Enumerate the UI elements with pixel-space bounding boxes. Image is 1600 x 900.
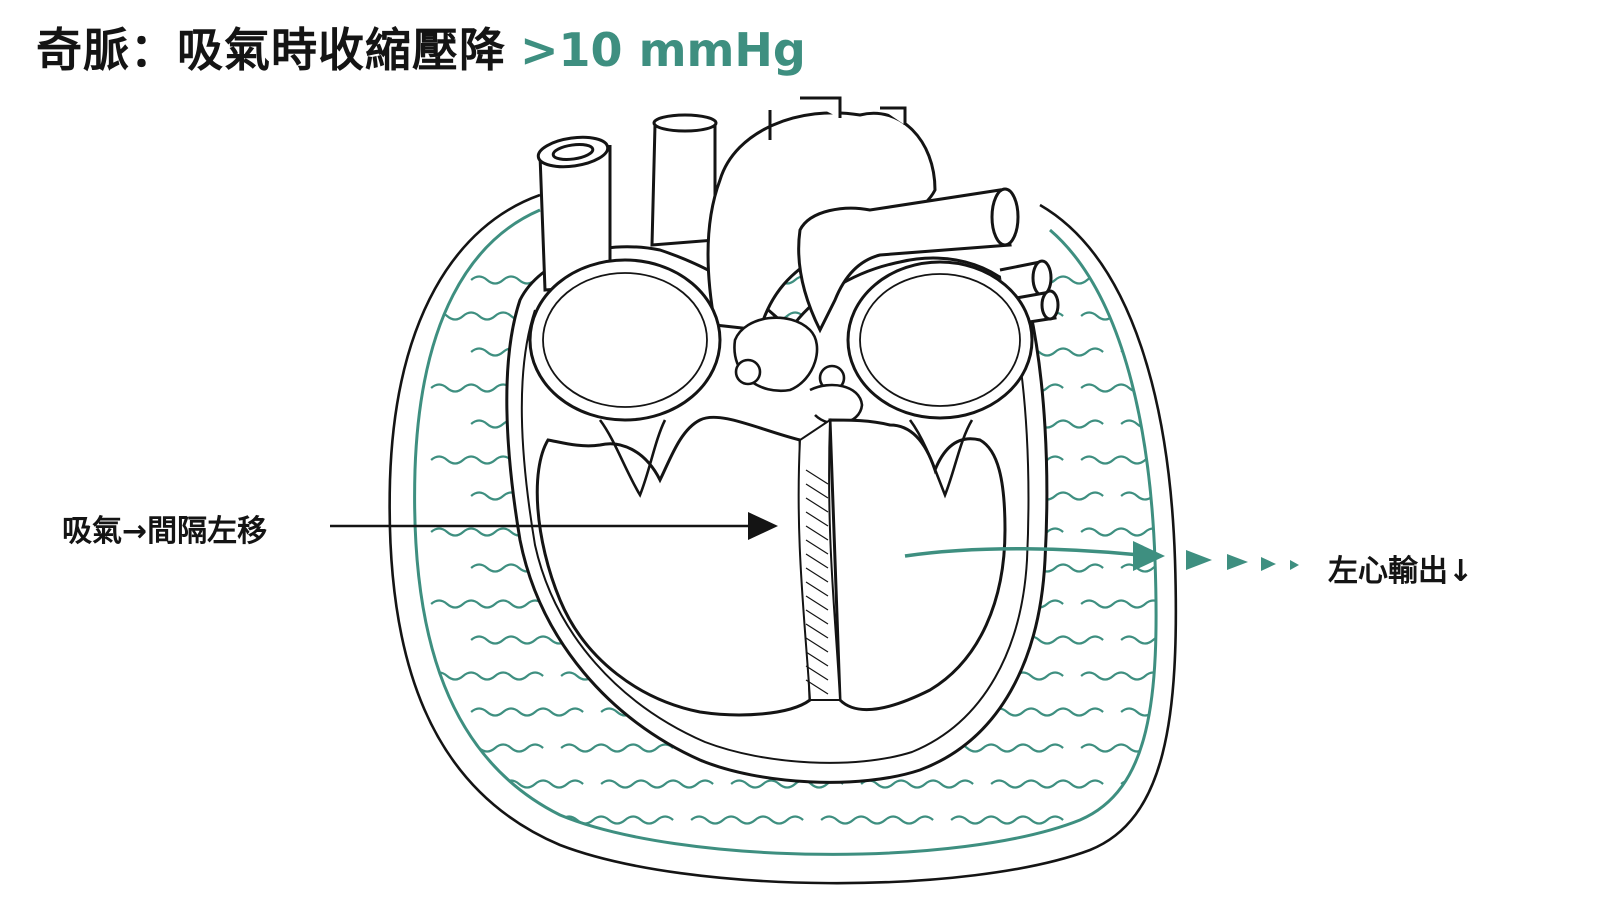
effusion-wave: [430, 743, 545, 753]
effusion-wave: [1120, 347, 1157, 357]
septum-hatch-line: [805, 637, 829, 653]
page-title: 奇脈：吸氣時收縮壓降 >10 mmHg: [36, 14, 806, 80]
pericardium-inner: [413, 208, 1158, 856]
septum-hatch-line: [805, 469, 829, 485]
septum-hatch-line: [805, 567, 829, 583]
effusion-wave: [1120, 707, 1157, 717]
effusion-wave: [1080, 527, 1157, 537]
effusion-wave: [1080, 743, 1157, 753]
great-vessels: [536, 96, 1060, 334]
septum-hatch-line: [805, 511, 829, 527]
cardiac-output-label: 左心輸出↓: [1328, 554, 1474, 589]
effusion-wave: [990, 779, 1105, 789]
septum-hatch-line: [805, 609, 829, 625]
septum-hatch-line: [805, 525, 829, 541]
effusion-wave: [1120, 419, 1157, 429]
effusion-wave: [1120, 275, 1157, 285]
septum-hatch-line: [805, 539, 829, 555]
effusion-wave: [990, 707, 1105, 717]
effusion-wave: [600, 779, 715, 789]
effusion-wave: [1080, 311, 1157, 321]
effusion-wave: [1120, 779, 1157, 789]
septum-hatch-line: [805, 623, 829, 639]
septum-shift-label: 吸氣→間隔左移: [62, 514, 268, 549]
effusion-wave: [860, 779, 975, 789]
left-ventricle: [828, 418, 1007, 712]
effusion-wave: [690, 815, 805, 825]
interventricular-septum: [797, 418, 842, 701]
septum-hatch-line: [805, 497, 829, 513]
av-valves: [598, 419, 974, 499]
title-main: 奇脈：吸氣時收縮壓降: [36, 23, 506, 77]
septum-hatch-line: [805, 581, 829, 597]
left-atrium: [846, 260, 1034, 420]
effusion-wave: [950, 815, 1065, 825]
effusion-wave: [1120, 635, 1157, 645]
effusion-wave: [1080, 383, 1157, 393]
pericardium-outer: [388, 193, 1178, 885]
effusion-wave: [430, 599, 545, 609]
septum-hatch-line: [805, 553, 829, 569]
septum-hatch-line: [805, 483, 829, 499]
heart-inner-wall: [520, 309, 1030, 764]
valve-root: [733, 316, 864, 425]
right-atrium: [528, 258, 722, 422]
septum-hatch-line: [805, 665, 829, 681]
effusion-wave: [1080, 455, 1157, 465]
effusion-wave: [560, 743, 675, 753]
right-ventricle: [535, 415, 812, 717]
effusion-wave: [950, 743, 1065, 753]
effusion-wave: [470, 707, 585, 717]
effusion-wave: [1080, 815, 1157, 825]
septum-hatch-line: [805, 679, 829, 695]
cardiac-output-arrow: [904, 541, 1299, 571]
title-accent: >10 mmHg: [520, 23, 806, 77]
effusion-wave: [430, 671, 545, 681]
atria: [528, 258, 1034, 422]
effusion-wave: [1120, 491, 1157, 501]
effusion-wave: [430, 815, 545, 825]
effusion-wave: [820, 815, 935, 825]
effusion-wave: [470, 779, 585, 789]
septum-shift-arrow: [330, 512, 778, 540]
septum-hatch-line: [805, 651, 829, 667]
septum-hatch-line: [805, 595, 829, 611]
effusion-wave: [1080, 671, 1157, 681]
